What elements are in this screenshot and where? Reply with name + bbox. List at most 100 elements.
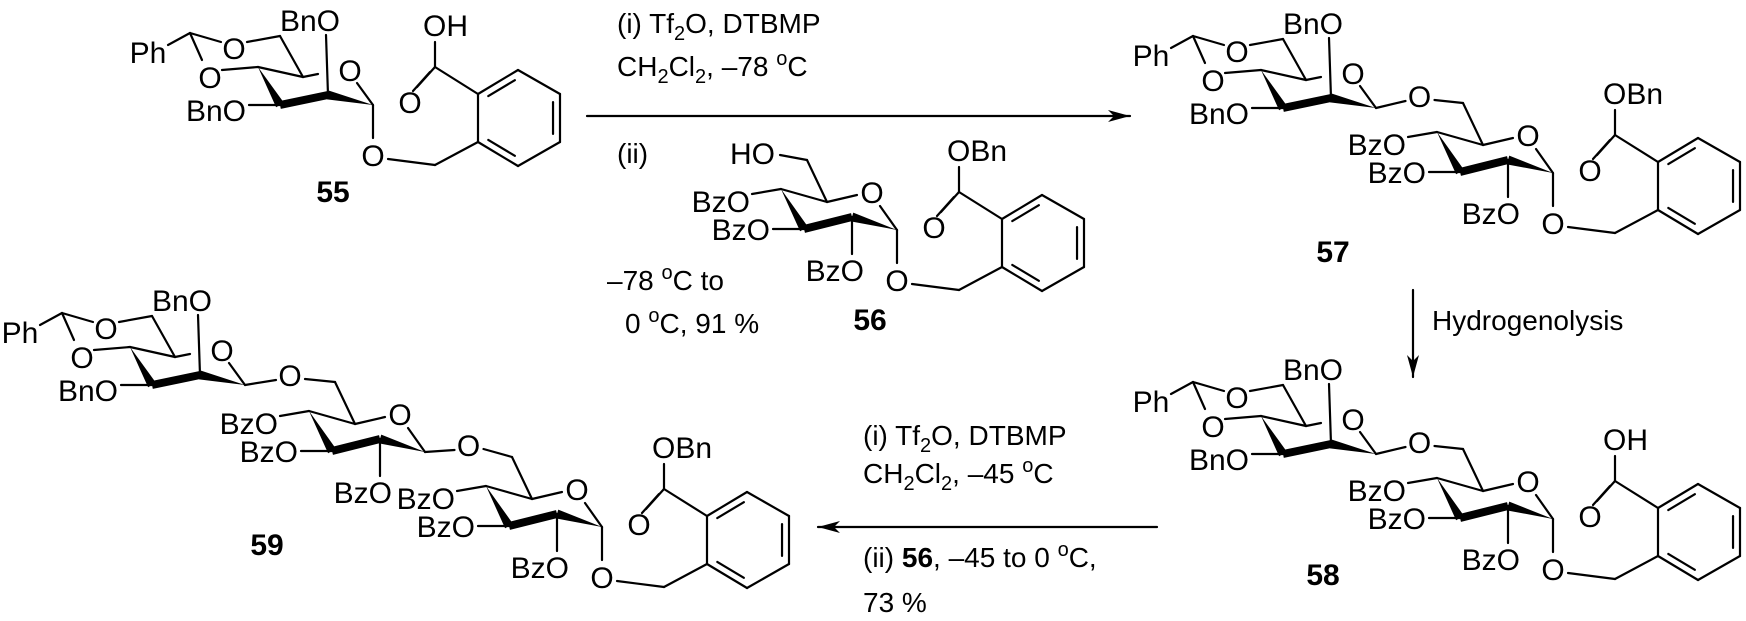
bold-bond — [279, 91, 329, 109]
condition-text: , –78 — [706, 51, 776, 82]
ring-oxygen-label: O — [338, 55, 361, 88]
condition-text: CH — [863, 458, 903, 489]
carbonyl-oxygen-label: O — [627, 509, 650, 542]
condition-text: 2 — [657, 66, 668, 88]
bond — [1433, 444, 1465, 451]
bond — [1534, 493, 1555, 521]
condition-line: CH2Cl2, –78 oC — [617, 48, 808, 88]
bond — [662, 487, 709, 518]
glycosidic-oxygen-label: O — [1408, 427, 1431, 460]
bond — [957, 190, 1004, 221]
condition-text: , –45 — [952, 458, 1022, 489]
carboxyl-substituent-label: OBn — [652, 432, 712, 465]
condition-text: o — [648, 305, 659, 327]
bond — [60, 311, 76, 342]
bond — [1281, 383, 1308, 428]
phenyl-label: Ph — [130, 37, 167, 70]
wedge-bond — [1437, 132, 1464, 175]
bond — [1223, 68, 1263, 75]
bond — [825, 193, 859, 204]
benzoyloxy-label: BzO — [397, 483, 455, 516]
bond — [60, 311, 95, 324]
benzoyloxy-label: BzO — [334, 477, 392, 510]
reaction-arrows — [585, 110, 1419, 533]
bond — [1011, 263, 1040, 282]
bond — [243, 378, 278, 387]
wedge-bond — [130, 347, 156, 388]
condition-line: (i) Tf2O, DTBMP — [617, 8, 821, 45]
bold-bond — [331, 435, 381, 455]
bond — [482, 447, 514, 459]
bond — [188, 31, 204, 62]
ring-oxygen-label: O — [388, 399, 411, 432]
bond — [1304, 75, 1323, 82]
benzyloxy-label: BnO — [1283, 8, 1343, 41]
compound-label-59: 59 — [250, 529, 283, 562]
bond — [1696, 482, 1742, 510]
bond — [1667, 493, 1696, 512]
bond — [355, 81, 375, 107]
benzyloxy-label: BnO — [1283, 354, 1343, 387]
wedge-bond — [309, 411, 336, 454]
acetal-oxygen-label: O — [222, 33, 245, 66]
bond — [220, 65, 260, 72]
condition-text: 56 — [902, 542, 933, 573]
bond — [353, 415, 387, 426]
bond — [411, 70, 432, 93]
bond — [1223, 414, 1263, 421]
bond — [1433, 98, 1465, 105]
bond — [1566, 225, 1617, 235]
bond — [433, 140, 480, 167]
bond — [1191, 34, 1226, 47]
benzyloxy-label: BnO — [1189, 444, 1249, 477]
condition-text: o — [662, 262, 673, 284]
benzoyloxy-label: BzO — [1462, 198, 1520, 231]
bond — [745, 562, 791, 590]
bond — [583, 501, 604, 529]
glycosidic-oxygen-label: O — [1408, 81, 1431, 114]
bond — [256, 65, 305, 79]
benzoyloxy-label: BzO — [240, 436, 298, 469]
bond — [1040, 193, 1086, 221]
bond — [1481, 136, 1515, 147]
bond — [705, 490, 749, 518]
condition-text: C — [787, 51, 807, 82]
bond — [910, 282, 961, 292]
benzoyloxy-label: BzO — [1368, 157, 1426, 190]
bond — [705, 562, 749, 590]
condition-text: 2 — [903, 473, 914, 495]
bond — [433, 65, 480, 96]
wedge-bond — [258, 67, 284, 108]
ring-oxygen-label: O — [565, 474, 588, 507]
bold-bond — [1282, 440, 1332, 458]
condition-line: (ii) — [617, 138, 648, 169]
bond — [1656, 136, 1700, 164]
condition-text: –78 — [607, 265, 662, 296]
carboxyl-substituent-label: OBn — [947, 135, 1007, 168]
benzoyloxy-label: BzO — [712, 214, 770, 247]
condition-text: 2 — [674, 23, 685, 45]
wedge-bond — [1261, 416, 1287, 457]
benzoyloxy-label: BzO — [1368, 503, 1426, 536]
bond — [301, 72, 320, 79]
condition-text: 73 % — [863, 587, 927, 618]
carbonyl-oxygen-label: O — [398, 87, 421, 120]
condition-line: Hydrogenolysis — [1432, 305, 1623, 336]
wedge-bond — [850, 212, 897, 230]
benzoyloxy-label: BzO — [806, 255, 864, 288]
bold-bond — [1282, 94, 1332, 112]
bond — [1259, 414, 1308, 428]
condition-text: , –45 to 0 — [933, 542, 1058, 573]
benzoyloxy-label: BzO — [692, 186, 750, 219]
ring-oxygen-label: O — [860, 177, 883, 210]
acetal-oxygen-label: O — [1225, 382, 1248, 415]
bond — [1406, 476, 1439, 485]
bond — [1248, 37, 1285, 47]
bond — [1435, 476, 1485, 493]
benzyloxy-label: BnO — [1189, 98, 1249, 131]
condition-text: 2 — [941, 473, 952, 495]
bold-bond — [1459, 502, 1509, 522]
bond — [1613, 133, 1660, 164]
